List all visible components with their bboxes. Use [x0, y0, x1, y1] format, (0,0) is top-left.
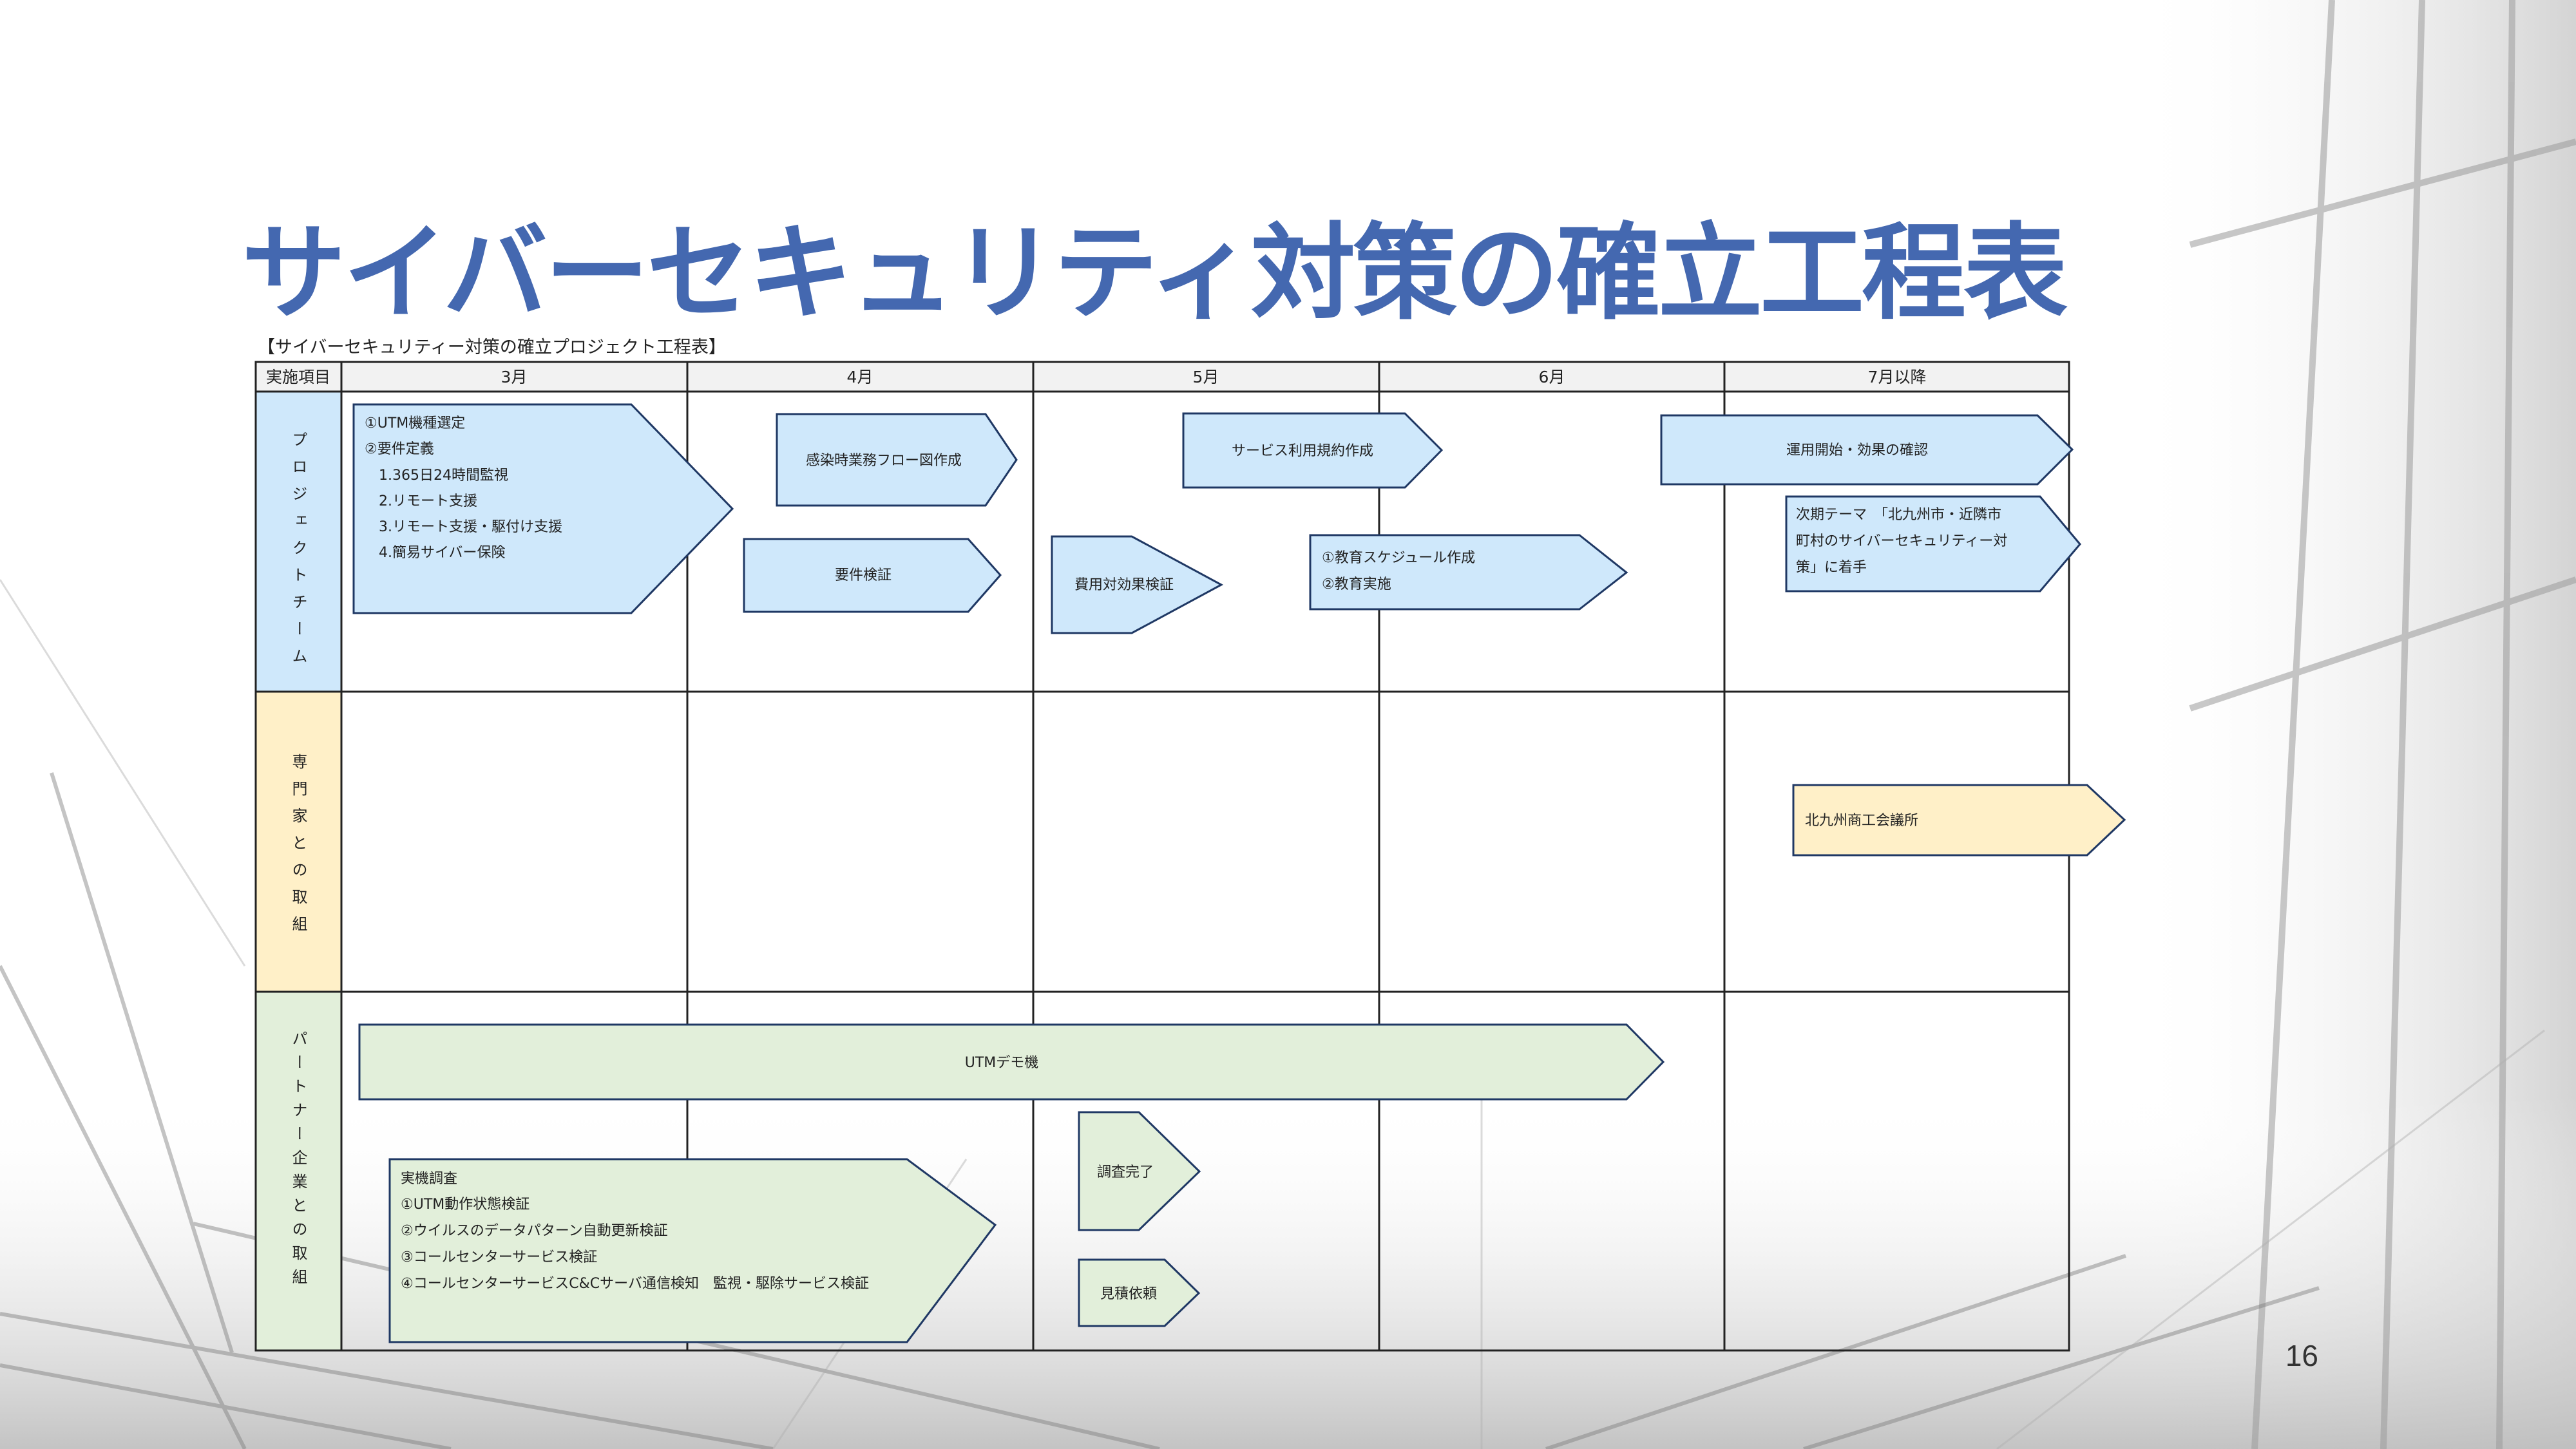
task-label: 2.リモート支援	[379, 493, 477, 509]
row-label-partner: パートナー企業との取組	[289, 1030, 307, 1293]
table-grid	[254, 361, 2070, 1352]
task-label: ②ウイルスのデータパターン自動更新検証	[401, 1223, 668, 1239]
row-label-bg-partner	[256, 992, 341, 1350]
task-arrow: 見積依頼	[1078, 1258, 1201, 1327]
task-label: 北九州商工会議所	[1805, 813, 1918, 829]
header-row	[256, 362, 2069, 392]
task-arrow: ①UTM機種選定 ②要件定義 1.365日24時間監視 2.リモート支援 3.リ…	[352, 403, 734, 614]
task-arrow: ①教育スケジュール作成 ②教育実施	[1309, 534, 1628, 611]
task-label: UTMデモ機	[965, 1055, 1039, 1071]
task-label: 調査完了	[1097, 1164, 1154, 1180]
task-arrow: サービス利用規約作成	[1182, 412, 1444, 489]
task-label: 次期テーマ 「北九州市・近隣市	[1796, 507, 2001, 523]
table-caption: 【サイバーセキュリティー対策の確立プロジェクト工程表】	[258, 337, 726, 357]
row-label-bg-project	[256, 392, 341, 692]
task-label: サービス利用規約作成	[1232, 443, 1373, 459]
page-number: 16	[2285, 1339, 2318, 1372]
task-label: 運用開始・効果の確認	[1786, 442, 1928, 459]
month-header-may: 5月	[1193, 368, 1219, 386]
task-label: 費用対効果検証	[1074, 577, 1174, 593]
task-label: 要件検証	[835, 567, 892, 583]
month-header-april: 4月	[847, 368, 873, 386]
task-arrow: 北九州商工会議所	[1792, 784, 2126, 857]
task-label: 策」に着手	[1796, 560, 1867, 576]
row-label-project-team: プロジェクトチーム	[289, 431, 307, 675]
task-arrow: 費用対効果検証	[1051, 535, 1224, 634]
task-arrow: 実機調査 ①UTM動作状態検証 ②ウイルスのデータパターン自動更新検証 ③コール…	[388, 1158, 997, 1343]
header-label: 実施項目	[266, 368, 330, 386]
task-label: ①UTM機種選定	[365, 415, 465, 431]
task-label: 実機調査	[401, 1171, 457, 1187]
month-header-march: 3月	[501, 368, 528, 386]
month-header-july-onward: 7月以降	[1868, 368, 1927, 386]
row-label-expert: 専門家との取組	[289, 753, 307, 943]
task-label: ②要件定義	[365, 441, 434, 457]
month-header-june: 6月	[1539, 368, 1565, 386]
task-label: ③コールセンターサービス検証	[401, 1249, 597, 1265]
task-label: ④コールセンターサービスC&Cサーバ通信検知 監視・駆除サービス検証	[401, 1276, 869, 1292]
task-label: ①UTM動作状態検証	[401, 1197, 530, 1213]
task-label: 見積依頼	[1100, 1286, 1157, 1302]
task-label: ①教育スケジュール作成	[1322, 550, 1475, 566]
task-arrow: 要件検証	[743, 538, 1002, 613]
task-arrow: 運用開始・効果の確認	[1660, 414, 2074, 486]
task-label: 感染時業務フロー図作成	[806, 453, 962, 469]
task-arrow: 次期テーマ 「北九州市・近隣市 町村のサイバーセキュリティー対 策」に着手	[1785, 495, 2081, 592]
task-label: ②教育実施	[1322, 576, 1391, 592]
task-label: 3.リモート支援・駆付け支援	[379, 519, 562, 535]
task-label: 4.簡易サイバー保険	[379, 545, 506, 561]
slide-title: サイバーセキュリティ対策の確立工程表	[242, 213, 2068, 334]
task-label: 町村のサイバーセキュリティー対	[1796, 533, 2007, 549]
task-arrow: UTMデモ機	[358, 1023, 1665, 1101]
task-arrow: 感染時業務フロー図作成	[776, 413, 1018, 507]
task-arrow: 調査完了	[1078, 1111, 1201, 1231]
task-label: 1.365日24時間監視	[379, 468, 508, 484]
row-label-bg-expert	[256, 692, 341, 992]
